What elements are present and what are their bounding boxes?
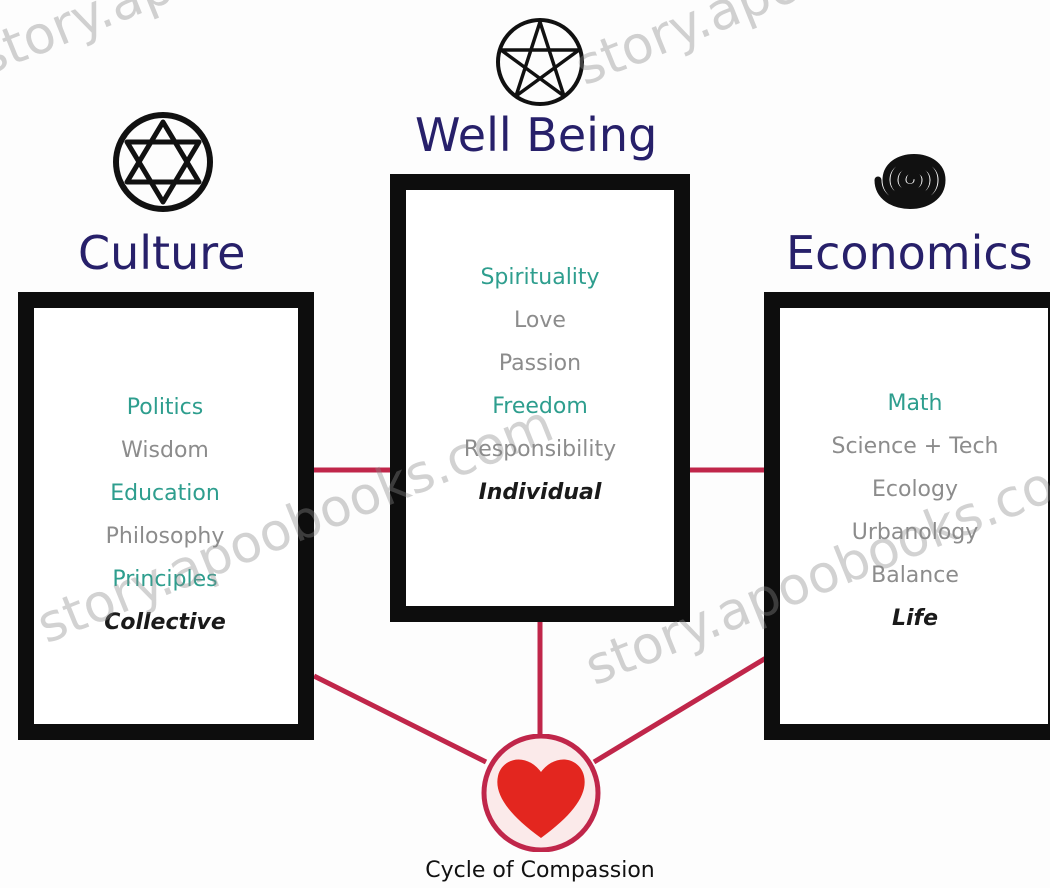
wellbeing-items: Spirituality Love Passion Freedom Respon… bbox=[414, 256, 666, 514]
economics-item: Balance bbox=[871, 563, 959, 588]
culture-item: Principles bbox=[112, 567, 218, 592]
culture-items: Politics Wisdom Education Philosophy Pri… bbox=[40, 386, 290, 644]
culture-item: Education bbox=[110, 481, 220, 506]
heart-icon bbox=[481, 734, 601, 852]
culture-keyword: Collective bbox=[104, 610, 226, 635]
wellbeing-item: Responsibility bbox=[463, 437, 617, 462]
cycle-caption: Cycle of Compassion bbox=[425, 858, 655, 883]
connector-culture-heart bbox=[312, 673, 488, 765]
star-of-david-icon bbox=[113, 112, 213, 212]
wellbeing-box bbox=[390, 174, 690, 622]
economics-box bbox=[764, 292, 1050, 740]
culture-heading: Culture bbox=[78, 226, 246, 280]
spiral-icon bbox=[874, 154, 946, 209]
economics-item: Ecology bbox=[871, 477, 958, 502]
culture-item: Philosophy bbox=[105, 524, 225, 549]
pentacle-icon bbox=[496, 18, 584, 106]
connector-economics-heart bbox=[592, 655, 768, 765]
culture-box bbox=[18, 292, 314, 740]
wellbeing-heading: Well Being bbox=[415, 108, 658, 162]
economics-keyword: Life bbox=[891, 606, 939, 631]
wellbeing-item: Passion bbox=[498, 351, 582, 376]
economics-items: Math Science + Tech Ecology Urbanology B… bbox=[790, 382, 1040, 640]
economics-item: Math bbox=[887, 391, 943, 416]
wellbeing-keyword: Individual bbox=[478, 480, 602, 505]
culture-item: Politics bbox=[126, 395, 204, 420]
culture-item: Wisdom bbox=[121, 438, 209, 463]
wellbeing-item: Freedom bbox=[492, 394, 588, 419]
economics-heading: Economics bbox=[786, 226, 1033, 280]
wellbeing-item: Spirituality bbox=[480, 265, 600, 290]
economics-item: Urbanology bbox=[851, 520, 979, 545]
wellbeing-item: Love bbox=[514, 308, 566, 333]
economics-item: Science + Tech bbox=[831, 434, 999, 459]
